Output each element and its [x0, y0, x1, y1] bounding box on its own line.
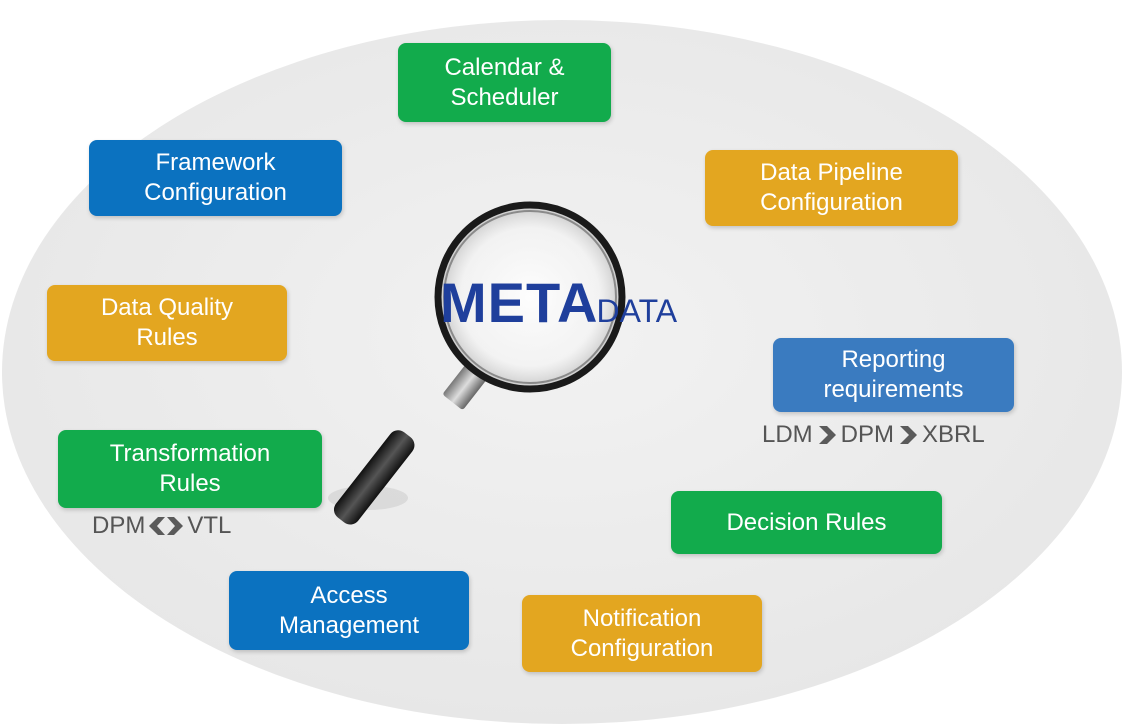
chain-item-xbrl: XBRL	[922, 421, 985, 448]
box-line: Management	[278, 611, 420, 639]
box-line: Scheduler	[450, 83, 559, 111]
transformation-chain: DPM VTL	[92, 512, 231, 540]
box-line: Data Pipeline	[760, 159, 903, 186]
chain-item-dpm: DPM	[92, 512, 146, 539]
box-line: Rules	[159, 470, 221, 497]
chain-item-vtl: VTL	[187, 512, 232, 539]
decision-rules-box: Decision Rules	[671, 491, 942, 554]
chevron-right-icon	[818, 426, 836, 444]
chevron-right-icon	[900, 426, 918, 444]
transformation-rules-box: Transformation Rules	[58, 430, 322, 508]
chain-item-dpm: DPM	[840, 421, 895, 448]
box-line: Transformation	[109, 440, 271, 467]
box-line: Configuration	[144, 179, 287, 206]
magnifying-glass-icon	[328, 201, 626, 525]
box-line: Configuration	[760, 189, 903, 216]
reporting-requirements-box: Reporting requirements	[773, 338, 1014, 412]
box-line: Reporting	[841, 346, 946, 373]
box-line: Rules	[136, 324, 198, 351]
data-quality-rules-box: Data Quality Rules	[47, 285, 287, 361]
double-chevron-icon	[149, 517, 184, 535]
box-line: Notification	[582, 604, 702, 632]
box-line: Calendar &	[444, 53, 565, 81]
meta-title-bold: META	[440, 271, 599, 334]
box-line: Data Quality	[100, 294, 234, 321]
box-line: Access	[310, 581, 388, 609]
data-pipeline-configuration-box: Data Pipeline Configuration	[705, 150, 958, 226]
box-line: Decision Rules	[726, 508, 887, 536]
access-management-box: Access Management	[229, 571, 469, 650]
notification-configuration-box: Notification Configuration	[522, 595, 762, 672]
box-line: Framework	[155, 149, 276, 176]
meta-title-rest: DATA	[596, 293, 678, 329]
box-line: Configuration	[570, 634, 714, 662]
metadata-title: METADATA	[440, 270, 677, 335]
framework-configuration-box: Framework Configuration	[89, 140, 342, 216]
chain-item-ldm: LDM	[762, 421, 813, 448]
box-line: requirements	[823, 376, 964, 403]
reporting-chain: LDM DPM XBRL	[762, 421, 985, 449]
calendar-scheduler-box: Calendar & Scheduler	[398, 43, 611, 122]
